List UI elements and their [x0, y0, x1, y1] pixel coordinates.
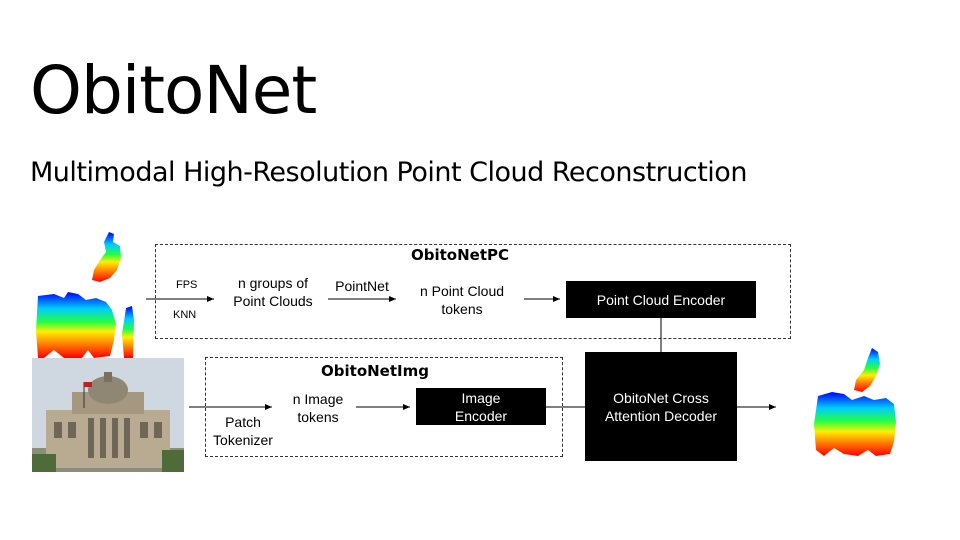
cross-attention-decoder: ObitoNet Cross Attention Decoder — [585, 352, 737, 461]
page-title: ObitoNet — [30, 52, 317, 129]
image-encoder: Image Encoder — [416, 388, 546, 425]
output-point-cloud-image — [814, 348, 896, 456]
fps-label: FPS — [176, 279, 198, 291]
groups-label: n groups of Point Clouds — [233, 275, 313, 309]
knn-label: KNN — [173, 309, 197, 321]
pc-tokens-label: n Point Cloud tokens — [419, 283, 505, 317]
obitonetimg-label: ObitoNetImg — [321, 362, 429, 380]
point-cloud-encoder: Point Cloud Encoder — [566, 281, 756, 318]
input-building-photo — [32, 358, 184, 472]
obitonetpc-group — [155, 244, 791, 339]
obitonetpc-label: ObitoNetPC — [410, 246, 509, 264]
image-tokens-label: n Image tokens — [292, 391, 344, 425]
pointnet-label: PointNet — [335, 278, 389, 294]
input-point-cloud-image — [36, 232, 134, 358]
page-subtitle: Multimodal High-Resolution Point Cloud R… — [30, 157, 747, 188]
patch-tokenizer-label: Patch Tokenizer — [213, 414, 273, 448]
